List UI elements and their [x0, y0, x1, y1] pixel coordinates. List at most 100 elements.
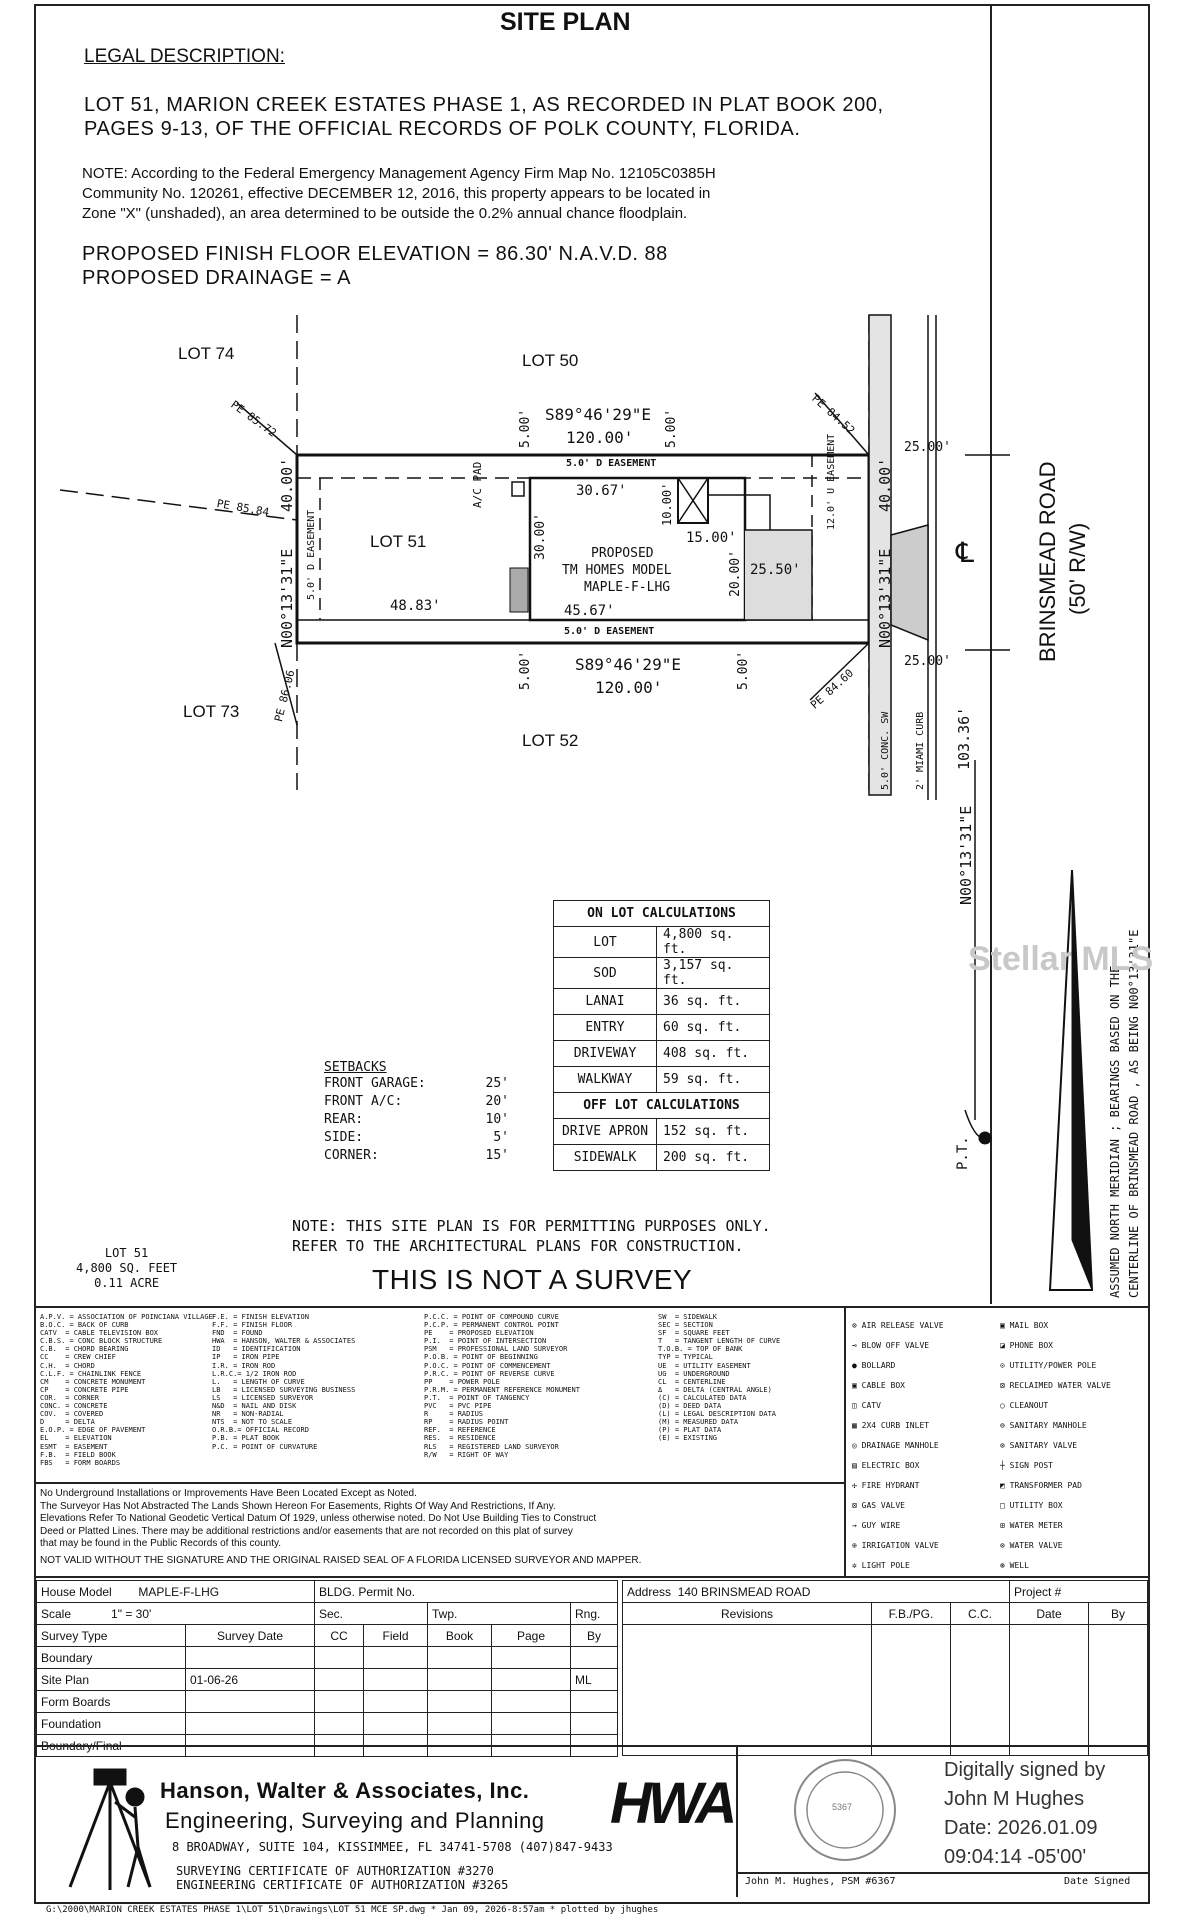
legend-item: ⊛ WELL [1000, 1561, 1029, 1570]
page-title: SITE PLAN [500, 8, 631, 36]
not-a-survey: THIS IS NOT A SURVEY [372, 1264, 693, 1295]
house-width: 30.67' [576, 483, 627, 499]
engineering-cert: ENGINEERING CERTIFICATE OF AUTHORIZATION… [176, 1878, 509, 1892]
house-label-2: TM HOMES MODEL [562, 563, 672, 578]
legend-item: ▤ ELECTRIC BOX [852, 1461, 920, 1470]
legend-item: ⊜ SANITARY MANHOLE [1000, 1421, 1087, 1430]
legend-item: ⊠ RECLAIMED WATER VALVE [1000, 1381, 1111, 1390]
house-length: 45.67' [564, 603, 615, 619]
seal-number: 5367 [832, 1802, 853, 1812]
dim-10: 10.00' [660, 482, 674, 526]
legend-item: ◩ TRANSFORMER PAD [1000, 1481, 1082, 1490]
flood-note-2: Community No. 120261, effective DECEMBER… [82, 185, 711, 202]
setbacks: SETBACKS FRONT GARAGE:25' FRONT A/C:20' … [324, 1060, 509, 1165]
dim-5-bottom-right: 5.00' [736, 650, 751, 690]
list-item: SIDE:5' [324, 1130, 509, 1145]
watermark: Stellar MLS [968, 940, 1154, 978]
bearing-top: S89°46'29"E [545, 405, 651, 424]
legend-left: ⊗ AIR RELEASE VALVE ⊸ BLOW OFF VALVE ● B… [852, 1316, 944, 1576]
permit-note-2: REFER TO THE ARCHITECTURAL PLANS FOR CON… [292, 1237, 744, 1255]
lot-50-label: LOT 50 [522, 351, 579, 370]
abbreviations-col-3: P.C.C. = POINT OF COMPOUND CURVE P.C.P. … [424, 1313, 580, 1459]
legal-line-1: LOT 51, MARION CREEK ESTATES PHASE 1, AS… [84, 94, 884, 116]
legend-item: → GUY WIRE [852, 1521, 901, 1530]
ac-pad-label: A/C PAD [471, 461, 484, 508]
list-item: FRONT A/C:20' [324, 1094, 509, 1109]
sheet-border [34, 4, 1150, 1904]
bearing-right: N00°13'31"E [876, 548, 894, 648]
dim-15: 15.00' [686, 530, 737, 546]
legend-item: □ UTILITY BOX [1000, 1501, 1063, 1510]
signer-name: John M. Hughes, PSM #6367 [745, 1876, 896, 1887]
on-lot-heading: ON LOT CALCULATIONS [553, 900, 770, 927]
surveyor-seal-icon [794, 1759, 896, 1861]
distance-right: 40.00' [876, 457, 894, 512]
flood-note-3: Zone "X" (unshaded), an area determined … [82, 205, 688, 222]
easement-left: 5.0' D EASEMENT [306, 509, 317, 600]
survey-cert: SURVEYING CERTIFICATE OF AUTHORIZATION #… [176, 1864, 494, 1878]
legend-item: ▣ CABLE BOX [852, 1381, 905, 1390]
house-label-3: MAPLE-F-LHG [584, 580, 671, 595]
dim-5-bottom-left: 5.00' [518, 650, 533, 690]
legend-item: ▣ MAIL BOX [1000, 1321, 1049, 1330]
road-name: BRINSMEAD ROAD [1035, 461, 1060, 662]
abbreviations-col-1: A.P.V. = ASSOCIATION OF POINCIANA VILLAG… [40, 1313, 213, 1467]
distance-to-pt: 103.36' [955, 706, 973, 770]
lot-52-label: LOT 52 [522, 731, 579, 750]
date-signed-label: Date Signed [1064, 1876, 1131, 1887]
company-address: 8 BROADWAY, SUITE 104, KISSIMMEE, FL 347… [172, 1840, 613, 1854]
table-row: Form Boards [36, 1690, 618, 1713]
flood-note-1: NOTE: According to the Federal Emergency… [82, 165, 716, 182]
easement-top: 5.0' D EASEMENT [566, 458, 657, 469]
sidewalk-label: 5.0' CONC. SW [880, 711, 891, 790]
legal-heading: LEGAL DESCRIPTION: [84, 46, 285, 67]
house-depth: 30.00' [533, 513, 548, 560]
dim-5-top-left: 5.00' [518, 408, 533, 448]
table-row: Boundary [36, 1646, 618, 1669]
legend-item: ⊕ IRRIGATION VALVE [852, 1541, 939, 1550]
company-tagline: Engineering, Surveying and Planning [165, 1808, 545, 1833]
legend-item: ▦ 2X4 CURB INLET [852, 1421, 930, 1430]
surveyor-logo-icon [68, 1768, 152, 1890]
legal-line-2: PAGES 9-13, OF THE OFFICIAL RECORDS OF P… [84, 118, 801, 140]
list-item: FRONT GARAGE:25' [324, 1076, 509, 1091]
row-width-top: 25.00' [904, 440, 951, 455]
bearing-left: N00°13'31"E [278, 548, 296, 648]
finish-floor-elevation: PROPOSED FINISH FLOOR ELEVATION = 86.30'… [82, 243, 668, 265]
legend-item: ✲ LIGHT POLE [852, 1561, 910, 1570]
lot-74-label: LOT 74 [178, 344, 235, 363]
road-right-of-way: (50' R/W) [1065, 522, 1090, 615]
permit-note-1: NOTE: THIS SITE PLAN IS FOR PERMITTING P… [292, 1217, 771, 1235]
table-row: Foundation [36, 1712, 618, 1735]
site-plan-drawing [59, 314, 1094, 1291]
easement-bottom: 5.0' D EASEMENT [564, 626, 655, 637]
setbacks-heading: SETBACKS [324, 1060, 387, 1075]
centerline-symbol: ℄ [956, 537, 974, 568]
driveway-length: 25.50' [750, 562, 801, 578]
list-item: CORNER:15' [324, 1148, 509, 1163]
legend-right: ▣ MAIL BOX ◪ PHONE BOX ⊙ UTILITY/POWER P… [1000, 1316, 1111, 1576]
abbreviations-col-4: SW = SIDEWALK SEC = SECTION SF = SQUARE … [658, 1313, 781, 1443]
list-item: REAR:10' [324, 1112, 509, 1127]
north-note-1: ASSUMED NORTH MERIDIAN ; BEARINGS BASED … [1108, 965, 1122, 1298]
easement-right: 12.0' U EASEMENT [826, 433, 837, 530]
proposed-drainage: PROPOSED DRAINAGE = A [82, 267, 351, 289]
legend-item: ◪ PHONE BOX [1000, 1341, 1053, 1350]
legend-item: ⊞ WATER METER [1000, 1521, 1063, 1530]
survey-info-table: House Model MAPLE-F-LHG BLDG. Permit No.… [36, 1580, 618, 1757]
digital-signature: Digitally signed by John M Hughes Date: … [944, 1759, 1106, 1868]
disclaimer: No Underground Installations or Improvem… [40, 1488, 642, 1566]
distance-bottom: 120.00' [595, 678, 663, 697]
dim-5-top-right: 5.00' [664, 408, 679, 448]
bearing-bottom: S89°46'29"E [575, 655, 681, 674]
rear-distance: 48.83' [390, 598, 441, 614]
